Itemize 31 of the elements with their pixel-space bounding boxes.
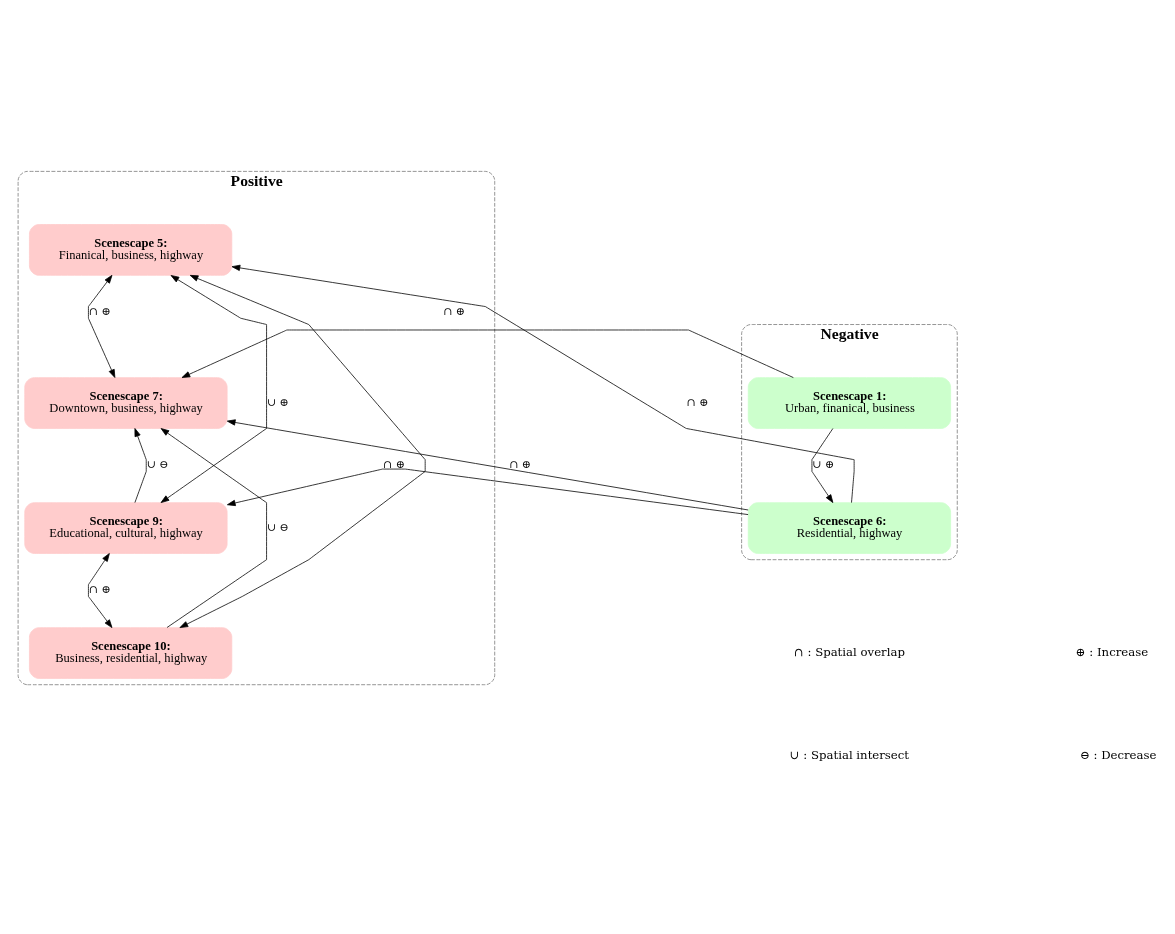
node-box: Scenescape 1: Urban, finanical, business	[747, 376, 951, 429]
arrow	[160, 274, 267, 503]
node-box: Scenescape 6: Residential, highway	[747, 501, 951, 554]
edge-label: ∩ ⊕	[88, 304, 111, 318]
node-box: Scenescape 5: Finanical, business, highway	[29, 223, 233, 276]
label: ∪ : Spatial intersect	[789, 747, 910, 762]
arrow	[226, 418, 749, 510]
arrow	[811, 427, 834, 503]
arrow	[134, 427, 147, 503]
label: ⊕ : Increase	[1075, 644, 1149, 659]
edge-label: ∪ ⊖	[146, 457, 169, 471]
node-box: Scenescape 9: Educational, cultural, highway	[24, 501, 228, 554]
edge-label: ∪ ⊖	[267, 520, 289, 534]
node-box: Scenescape 10: Business, residential, highway	[29, 626, 233, 679]
arrow	[231, 264, 855, 503]
label: ⊖ : Decrease	[1079, 747, 1157, 762]
edge-label: ∪ ⊕	[267, 395, 289, 409]
node-box: Scenescape 7: Downtown, business, highway	[24, 376, 228, 429]
arrow	[88, 274, 116, 378]
arrow	[227, 468, 749, 515]
arrow	[181, 329, 794, 378]
edge-label: ∩ ⊕	[686, 395, 709, 409]
arrow	[179, 274, 426, 628]
label: ∩ : Spatial overlap	[793, 644, 905, 659]
edge-label: ∪ ⊕	[812, 457, 835, 471]
edge-label: ∩ ⊕	[443, 304, 465, 318]
arrow	[88, 552, 113, 628]
edge-label: ∩ ⊕	[88, 582, 111, 596]
arrow	[160, 427, 267, 628]
edge-label: ∩ ⊕	[383, 457, 405, 471]
edge-label: ∩ ⊕	[509, 457, 531, 471]
